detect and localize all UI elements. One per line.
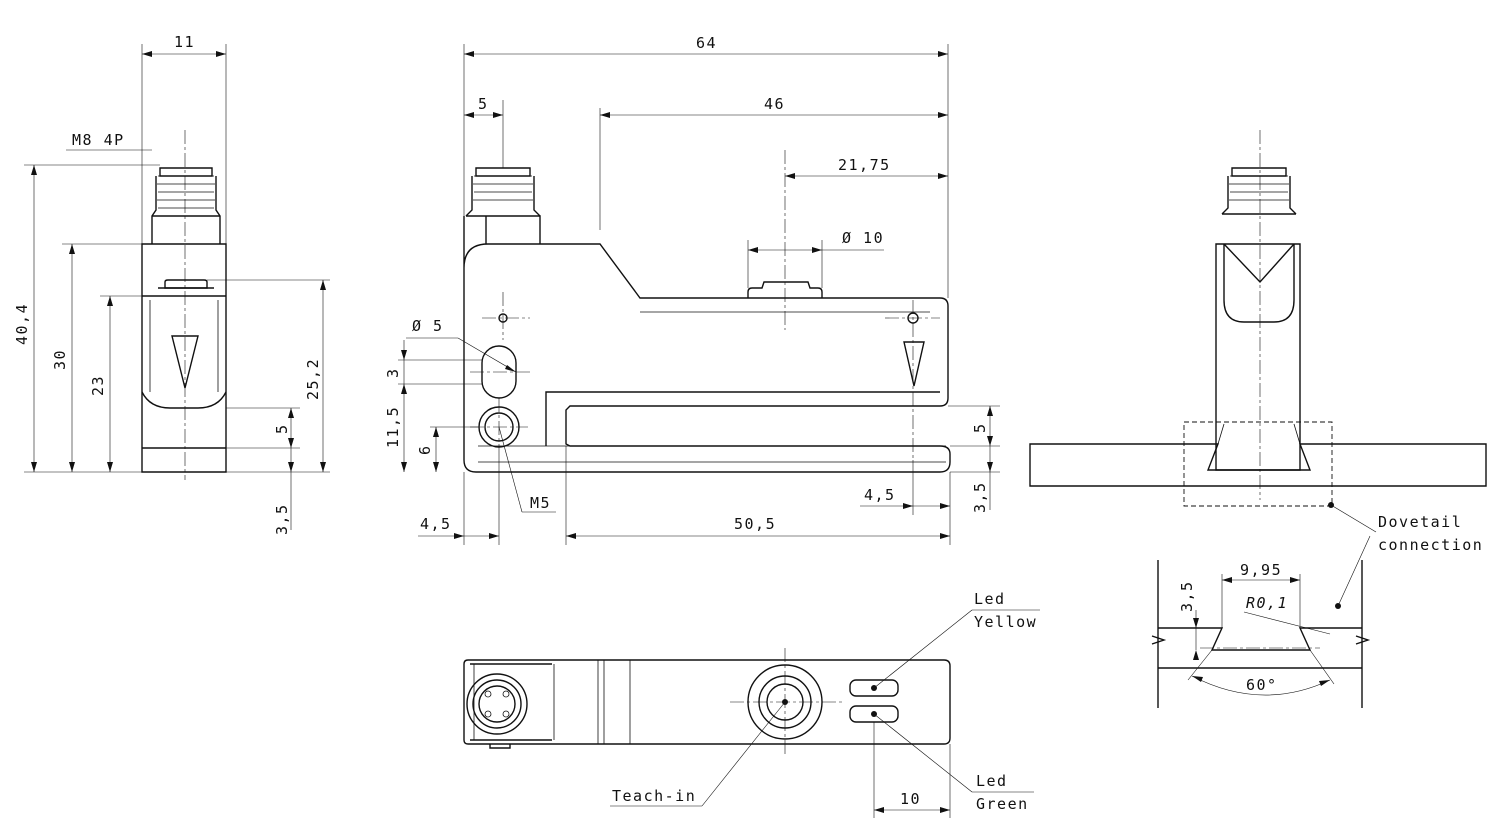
label-led-yellow-2: Yellow bbox=[974, 613, 1037, 631]
label-dovetail-2: connection bbox=[1378, 536, 1483, 554]
dim-right-3-5: 3,5 bbox=[971, 481, 989, 513]
label-teach-in: Teach-in bbox=[612, 787, 696, 805]
dim-side-3-5: 3,5 bbox=[273, 503, 291, 535]
dim-led-spacing: 10 bbox=[900, 790, 921, 808]
dim-h11-5: 11,5 bbox=[384, 406, 402, 448]
dim-hole-dia: Ø 5 bbox=[412, 317, 444, 335]
dim-radius: R0,1 bbox=[1246, 594, 1288, 612]
label-dovetail-1: Dovetail bbox=[1378, 513, 1462, 531]
dim-h25-2: 25,2 bbox=[304, 358, 322, 400]
dim-front-46: 46 bbox=[764, 95, 785, 113]
dim-h23: 23 bbox=[89, 375, 107, 396]
label-led-green-2: Green bbox=[976, 795, 1029, 813]
label-led-green-1: Led bbox=[976, 772, 1008, 790]
dim-button-dia: Ø 10 bbox=[842, 229, 884, 247]
dim-h30: 30 bbox=[51, 349, 69, 370]
dim-right-4-5: 4,5 bbox=[864, 486, 896, 504]
front-view: 64 5 46 21,75 Ø 10 Ø 5 3 11,5 6 bbox=[384, 34, 1000, 545]
dim-front-5: 5 bbox=[478, 95, 489, 113]
side-view: 11 M8 4P 40,4 30 23 25,2 5 3,5 bbox=[13, 33, 330, 535]
dim-dovetail-3-5: 3,5 bbox=[1178, 580, 1196, 612]
top-view: Led Yellow Led Green Teach-in 10 bbox=[463, 590, 1040, 818]
dim-slot-3: 3 bbox=[384, 367, 402, 378]
dim-front-width: 64 bbox=[696, 34, 717, 52]
dovetail-detail: 9,95 3,5 R0,1 60° bbox=[1151, 535, 1371, 708]
dim-screw: M5 bbox=[530, 494, 551, 512]
dim-thread: M8 4P bbox=[72, 131, 125, 149]
dim-dovetail-9-95: 9,95 bbox=[1240, 561, 1282, 579]
dim-front-21-75: 21,75 bbox=[838, 156, 891, 174]
dim-side-5: 5 bbox=[273, 423, 291, 434]
dim-w50-5: 50,5 bbox=[734, 515, 776, 533]
label-led-yellow-1: Led bbox=[974, 590, 1006, 608]
dim-right-5: 5 bbox=[971, 422, 989, 433]
dim-side-width: 11 bbox=[174, 33, 195, 51]
dim-total-height: 40,4 bbox=[13, 303, 31, 345]
dovetail-view: Dovetail connection bbox=[1029, 130, 1487, 554]
dim-left-4-5: 4,5 bbox=[420, 515, 452, 533]
dim-h6: 6 bbox=[416, 444, 434, 455]
dim-angle: 60° bbox=[1246, 676, 1278, 694]
